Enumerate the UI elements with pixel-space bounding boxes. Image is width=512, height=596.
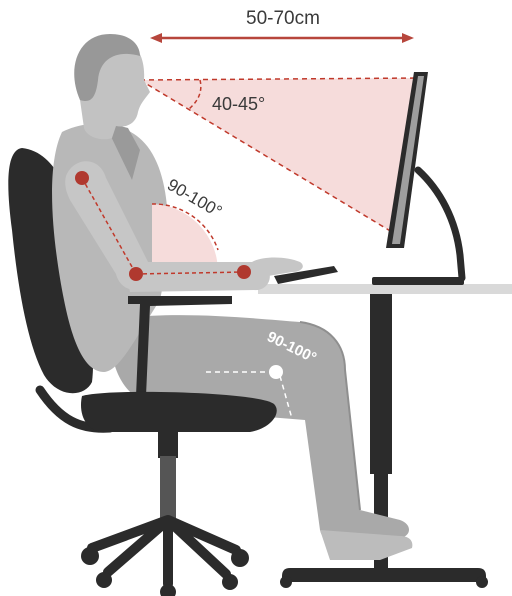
- desk-leg: [370, 294, 392, 474]
- shoulder-joint-dot: [75, 171, 89, 185]
- desk-foot: [282, 568, 486, 582]
- viewing-distance-label: 50-70cm: [246, 8, 320, 29]
- chair-base: [92, 520, 236, 584]
- chair-seat: [81, 392, 277, 432]
- view-angle-label: 40-45°: [212, 94, 265, 114]
- desk-top: [258, 284, 512, 294]
- viewing-distance-dimension: 50-70cm: [150, 8, 414, 43]
- chair-post: [158, 432, 178, 458]
- knee-joint-dot: [269, 365, 283, 379]
- viewing-cone: 40-45°: [140, 78, 420, 232]
- wrist-joint-dot: [237, 265, 251, 279]
- elbow-joint-dot: [129, 267, 143, 281]
- person-head: [74, 34, 150, 139]
